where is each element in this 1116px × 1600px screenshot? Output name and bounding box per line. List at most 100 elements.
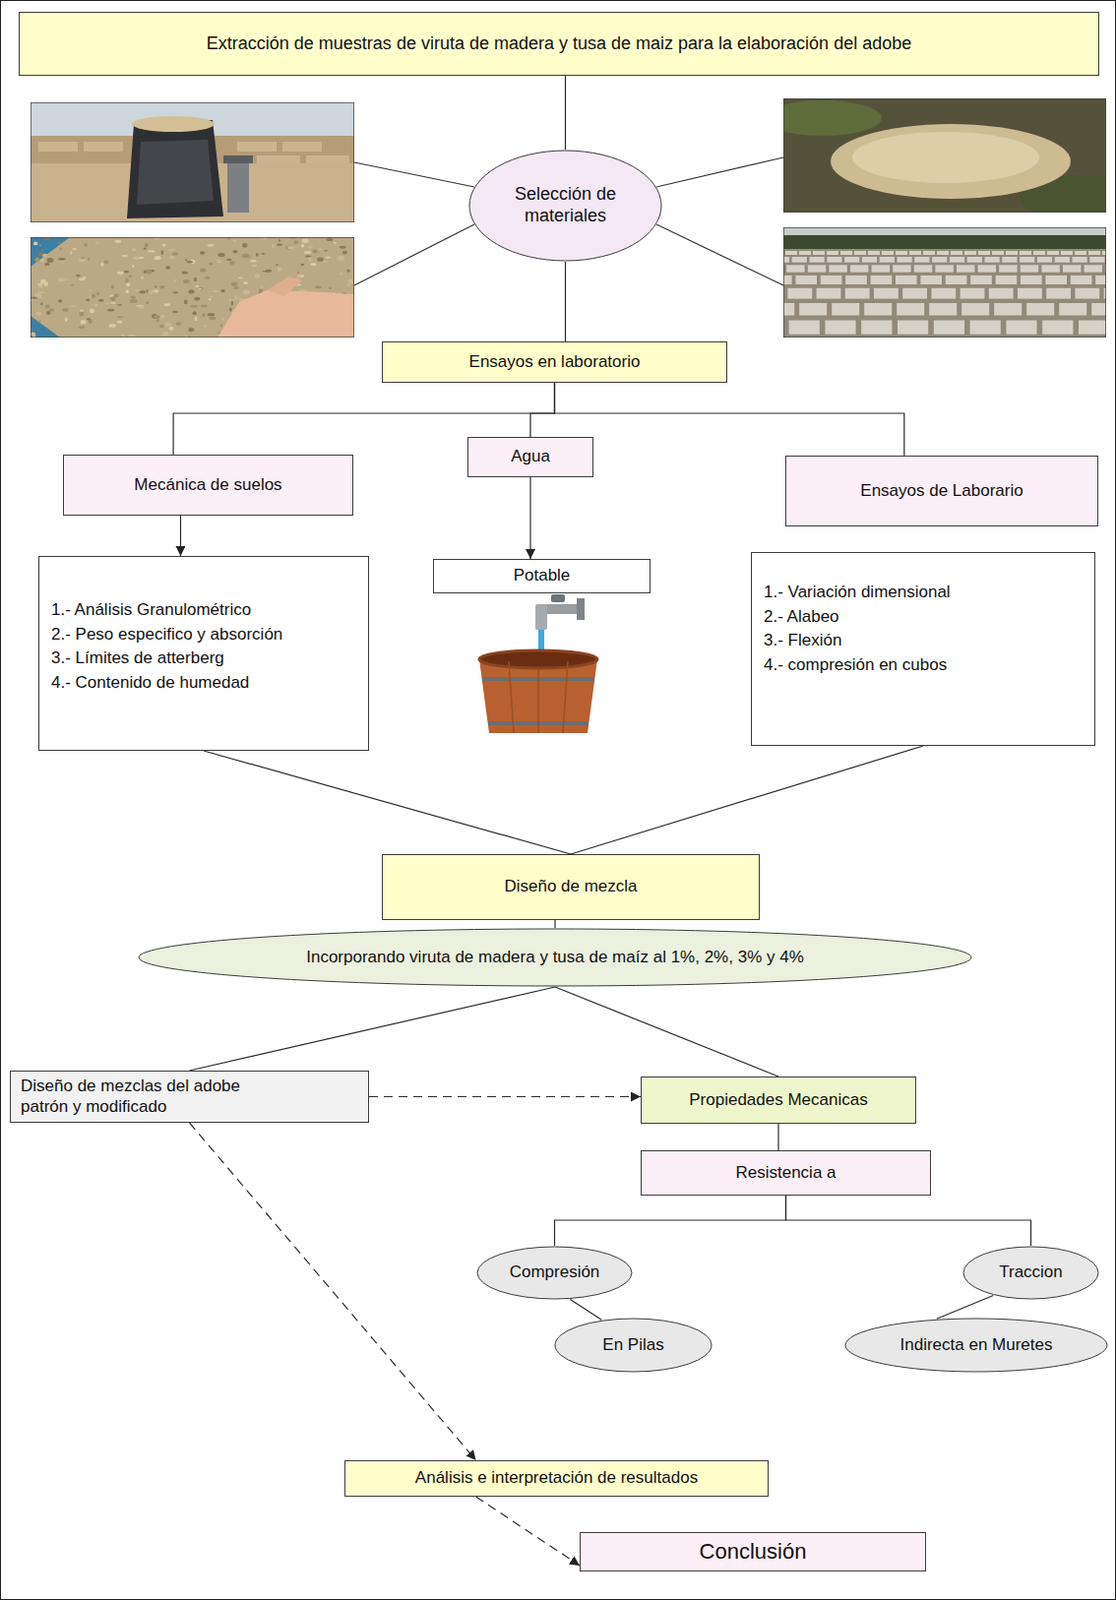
wood-chips-photo (172, 310, 179, 313)
adobe-drying-photo (789, 320, 820, 335)
wood-chips-photo (312, 248, 318, 253)
wood-chips-photo (323, 249, 328, 252)
wood-chips-photo (107, 309, 115, 312)
connector-line (203, 750, 571, 855)
adobe-drying-photo (809, 256, 825, 263)
wood-chips-photo (193, 297, 200, 302)
wood-chips-photo (69, 250, 72, 254)
adobe-drying-photo (978, 250, 991, 255)
adobe-drying-photo (845, 275, 868, 285)
adobe-drying-photo (923, 250, 935, 255)
wood-chips-photo (249, 259, 257, 262)
wood-chips-photo (30, 237, 70, 267)
wood-chips-photo (328, 287, 332, 290)
process-box: Análisis e interpretación de resultados (344, 1460, 769, 1497)
connector-line (529, 477, 531, 559)
adobe-drying-photo (967, 256, 983, 263)
wood-chips-photo (38, 320, 42, 323)
wood-chips-photo (187, 327, 194, 332)
water-type-box: Potable (433, 558, 651, 594)
wood-chips-photo (49, 309, 56, 312)
adobe-drying-photo (854, 250, 867, 255)
wood-chips-photo (277, 266, 282, 272)
adobe-drying-photo (945, 275, 968, 285)
wood-chips-photo (183, 279, 190, 284)
wood-chips-photo (242, 253, 250, 258)
wood-chips-photo (189, 305, 198, 309)
adobe-drying-photo (897, 256, 913, 263)
adobe-drying-photo (1005, 250, 1018, 255)
adobe-drying-photo (799, 303, 827, 316)
adobe-drying-photo (1047, 250, 1059, 255)
adobe-drying-photo (960, 288, 986, 300)
wood-chips-photo (347, 269, 351, 273)
photo-connector (656, 157, 784, 187)
connector-line (936, 1295, 993, 1319)
adobe-drying-photo (783, 275, 793, 285)
wood-chips-photo (305, 254, 311, 257)
wood-chips-photo (68, 305, 76, 308)
wood-chips-photo (242, 243, 248, 248)
wood-chips-photo (94, 303, 98, 307)
wood-chips-photo (172, 291, 179, 294)
adobe-drying-photo (783, 227, 1107, 338)
wood-chips-photo (40, 279, 47, 282)
ellipse-shape (469, 150, 662, 261)
adobe-drying-photo (786, 264, 805, 272)
wood-chips-photo (221, 317, 225, 320)
wood-chips-photo (217, 290, 355, 338)
adobe-drying-photo (795, 275, 817, 285)
wood-chips-photo (69, 284, 75, 287)
node-text: Indirecta en Muretes (900, 1335, 1054, 1356)
category-box: Mecánica de suelos (62, 454, 354, 516)
adobe-drying-photo (933, 320, 965, 335)
adobe-drying-photo (783, 256, 790, 263)
connector-line (189, 987, 557, 1071)
wood-chips-photo (207, 312, 216, 316)
sawdust-pile-photo (783, 98, 1107, 213)
wood-chips-photo (85, 299, 91, 302)
ellipse-shape (845, 1318, 1108, 1372)
wood-chips-photo (145, 302, 149, 305)
node-text: Mecánica de suelos (133, 475, 282, 496)
node-text: Compresión (509, 1262, 601, 1283)
connector-line (564, 75, 566, 150)
connector-line (530, 382, 556, 437)
wood-chips-photo (210, 296, 213, 299)
wood-chips-photo (78, 311, 84, 317)
list-item: 2.- Peso especifico y absorción (51, 622, 283, 648)
faucet-bucket-icon (508, 661, 568, 734)
wood-chips-photo (98, 299, 104, 303)
category-box: Ensayos de Laborario (785, 455, 1099, 527)
dosage-ellipse: Incorporando viruta de madera y tusa de … (137, 928, 973, 988)
wood-chips-photo (347, 283, 352, 287)
wood-chips-photo (121, 254, 127, 257)
adobe-drying-photo (1041, 264, 1059, 272)
adobe-drying-photo (881, 250, 894, 255)
adobe-drying-photo (992, 250, 1004, 255)
faucet-bucket-icon (479, 659, 598, 734)
wood-chips-photo (30, 237, 355, 338)
list-item: 3.- Límites de atterberg (51, 646, 225, 672)
wood-chips-photo (230, 262, 235, 265)
adobe-drying-photo (799, 250, 811, 255)
wood-chips-photo (301, 263, 306, 266)
wood-chips-photo (38, 296, 42, 299)
adobe-drying-photo (850, 264, 868, 272)
wood-chips-photo (212, 290, 219, 293)
node-text: Ensayos de Laborario (860, 481, 1023, 501)
adobe-drying-photo (820, 275, 843, 285)
ellipse-shape (138, 929, 972, 987)
wood-chips-photo (117, 304, 123, 307)
node-text: Potable (513, 565, 571, 586)
dashed-connector (369, 1096, 641, 1098)
node-text: Conclusión (699, 1539, 807, 1565)
wood-chips-photo (124, 277, 129, 283)
adobe-drying-photo (862, 256, 877, 263)
connector-line (554, 920, 556, 929)
wood-chips-photo (297, 274, 305, 278)
wood-chips-photo (128, 275, 132, 278)
node-text: Diseño de mezclas del adobe patrón y mod… (20, 1076, 279, 1117)
wood-chips-photo (333, 242, 337, 245)
